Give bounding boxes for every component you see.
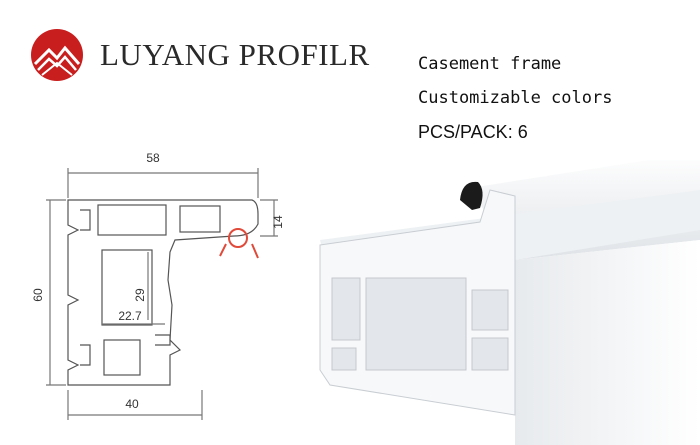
mountain-logo-icon [31, 29, 83, 81]
pack-quantity: PCS/PACK: 6 [418, 122, 528, 142]
product-info: Casement frame Customizable colors PCS/P… [418, 52, 612, 154]
seal-lips [219, 243, 259, 259]
brand-name: LUYANG PROFILR [100, 37, 370, 72]
brand-header: LUYANG PROFILR [30, 28, 370, 82]
profile-render [319, 160, 700, 445]
seal-circle [228, 228, 248, 248]
dim-top-label: 58 [146, 151, 160, 165]
dim-right-label: 14 [271, 215, 285, 229]
profile-side-face [515, 240, 700, 445]
dim-left-label: 60 [31, 288, 45, 302]
dim-inner-label: 22.7 [118, 309, 142, 323]
technical-drawing: 58 14 60 29 22.7 40 [31, 151, 285, 420]
color-option: Customizable colors [418, 88, 613, 108]
gasket-seal [460, 181, 483, 210]
dim-middle-label: 29 [133, 288, 147, 302]
product-type: Casement frame [418, 54, 562, 74]
dim-bottom-label: 40 [125, 397, 139, 411]
